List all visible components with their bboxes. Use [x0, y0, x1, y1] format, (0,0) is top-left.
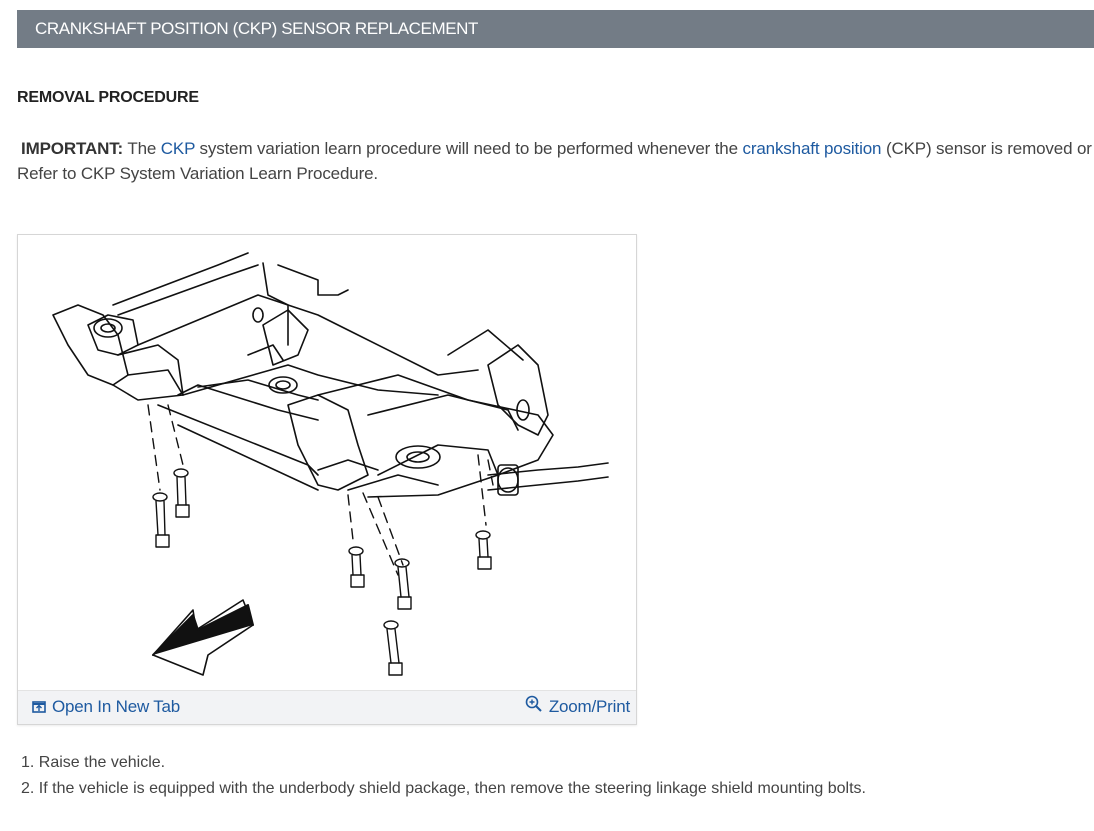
note-text-mid: system variation learn procedure will ne… — [194, 139, 743, 158]
zoom-print-link[interactable]: Zoom/Print — [525, 695, 630, 717]
ckp-link[interactable]: CKP — [160, 139, 195, 158]
step-text: If the vehicle is equipped with the unde… — [38, 780, 866, 797]
list-item: 2. If the vehicle is equipped with the u… — [21, 776, 866, 802]
section-heading: REMOVAL PROCEDURE — [17, 89, 199, 106]
open-in-new-tab-icon — [32, 701, 46, 713]
zoom-print-label: Zoom/Print — [548, 697, 630, 716]
open-in-new-tab-label: Open In New Tab — [52, 697, 181, 716]
open-in-new-tab-link[interactable]: Open In New Tab — [32, 697, 180, 717]
figure-panel: Open In New Tab Zoom/Print — [17, 234, 637, 725]
note-reference: Refer to CKP System Variation Learn Proc… — [17, 164, 378, 183]
page-title: CRANKSHAFT POSITION (CKP) SENSOR REPLACE… — [17, 10, 1094, 48]
important-note: IMPORTANT: The CKP system variation lear… — [17, 136, 1094, 186]
zoom-in-icon — [525, 695, 542, 712]
step-number: 1. — [21, 754, 35, 771]
step-number: 2. — [21, 780, 35, 797]
note-text-after: (CKP) sensor is removed or replaced. — [885, 139, 1094, 158]
crankshaft-position-link[interactable]: crankshaft position — [742, 139, 882, 158]
figure-toolbar: Open In New Tab Zoom/Print — [18, 690, 636, 724]
note-text-before: The — [123, 139, 161, 158]
crossmember-illustration — [52, 252, 609, 676]
important-label: IMPORTANT: — [21, 139, 124, 158]
list-item: 1. Raise the vehicle. — [21, 750, 866, 776]
procedure-steps: 1. Raise the vehicle. 2. If the vehicle … — [21, 750, 866, 802]
step-text: Raise the vehicle. — [38, 754, 166, 771]
